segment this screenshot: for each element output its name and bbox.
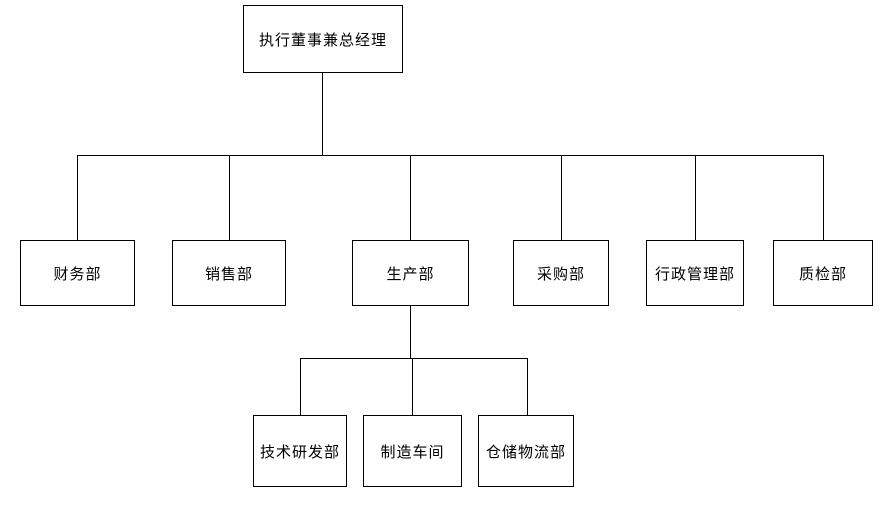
connector-admin-vertical [695, 155, 696, 240]
connector-level1-horizontal [77, 155, 823, 156]
connector-production-sub-vertical [410, 306, 411, 358]
connector-logistics-vertical [527, 358, 528, 415]
org-node-logistics: 仓储物流部 [478, 415, 574, 487]
org-node-general-manager: 执行董事兼总经理 [243, 5, 403, 73]
connector-finance-vertical [77, 155, 78, 240]
connector-sales-vertical [229, 155, 230, 240]
connector-rnd-vertical [300, 358, 301, 415]
connector-quality-vertical [823, 155, 824, 240]
org-node-sales: 销售部 [172, 240, 286, 306]
org-node-admin: 行政管理部 [646, 240, 744, 306]
org-node-procurement: 采购部 [513, 240, 609, 306]
connector-level2-horizontal [300, 358, 527, 359]
connector-production-vertical [410, 155, 411, 240]
connector-workshop-vertical [412, 358, 413, 415]
org-node-workshop: 制造车间 [363, 415, 462, 487]
org-node-quality: 质检部 [773, 240, 873, 306]
connector-root-vertical [322, 73, 323, 155]
org-node-production: 生产部 [352, 240, 469, 306]
org-node-rnd: 技术研发部 [253, 415, 347, 487]
org-node-finance: 财务部 [20, 240, 135, 306]
connector-procurement-vertical [561, 155, 562, 240]
